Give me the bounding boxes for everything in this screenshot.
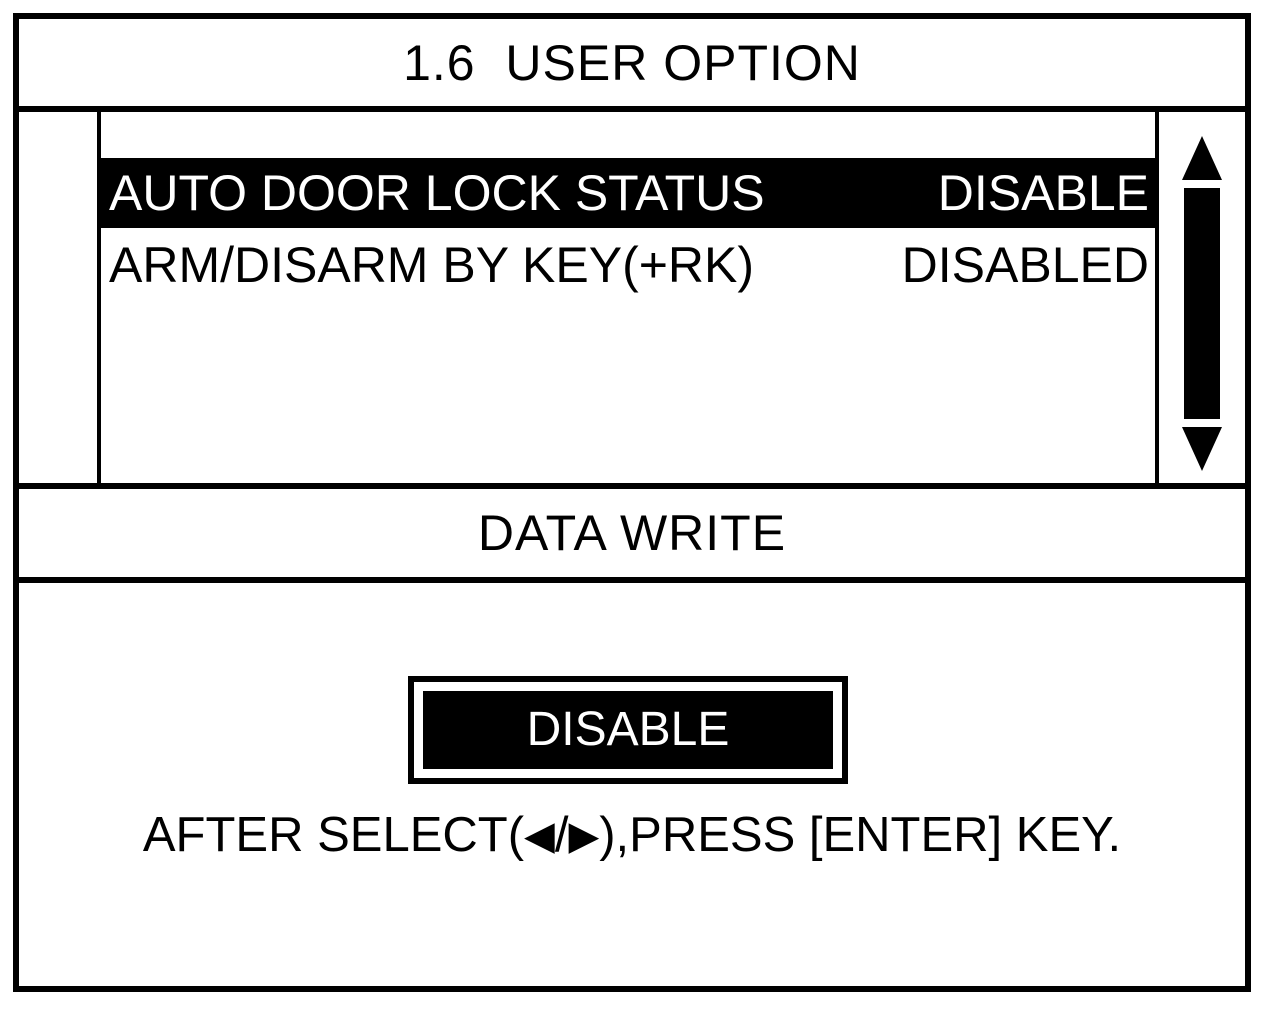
hint-separator: / [554, 808, 569, 862]
device-screen: 1.6 USER OPTION AUTO DOOR LOCK STATUS DI… [13, 13, 1251, 992]
scroll-up-arrow-icon[interactable] [1182, 136, 1222, 180]
list-left-gutter [19, 112, 101, 483]
list-item-value: DISABLED [901, 237, 1149, 293]
option-list-panel: AUTO DOOR LOCK STATUS DISABLE ARM/DISARM… [19, 112, 1245, 489]
title-bar: 1.6 USER OPTION [19, 19, 1245, 112]
list-item-value: DISABLE [937, 165, 1149, 221]
instruction-text: AFTER SELECT(◀/▶),PRESS [ENTER] KEY. [19, 811, 1245, 860]
list-item-label: ARM/DISARM BY KEY(+RK) [109, 237, 755, 293]
list-item-label: AUTO DOOR LOCK STATUS [109, 165, 765, 221]
value-selector-box[interactable]: DISABLE [408, 676, 848, 784]
option-list[interactable]: AUTO DOOR LOCK STATUS DISABLE ARM/DISARM… [101, 112, 1159, 483]
selected-value-text: DISABLE [526, 703, 730, 756]
data-write-label: DATA WRITE [477, 505, 787, 561]
page-title: 1.6 USER OPTION [403, 34, 861, 91]
hint-prefix: AFTER SELECT( [142, 808, 525, 862]
right-arrow-icon: ▶ [568, 814, 600, 858]
scroll-down-arrow-icon[interactable] [1182, 427, 1222, 471]
scrollbar-thumb[interactable] [1184, 188, 1220, 419]
scrollbar[interactable] [1159, 112, 1245, 483]
hint-suffix: ),PRESS [ENTER] KEY. [599, 808, 1122, 862]
data-write-bar: DATA WRITE [19, 489, 1245, 583]
left-arrow-icon: ◀ [524, 814, 555, 858]
list-item[interactable]: AUTO DOOR LOCK STATUS DISABLE [101, 158, 1155, 228]
list-item[interactable]: ARM/DISARM BY KEY(+RK) DISABLED [101, 230, 1155, 300]
value-editor-panel: DISABLE AFTER SELECT(◀/▶),PRESS [ENTER] … [19, 583, 1245, 986]
value-selector-highlight: DISABLE [423, 691, 833, 769]
